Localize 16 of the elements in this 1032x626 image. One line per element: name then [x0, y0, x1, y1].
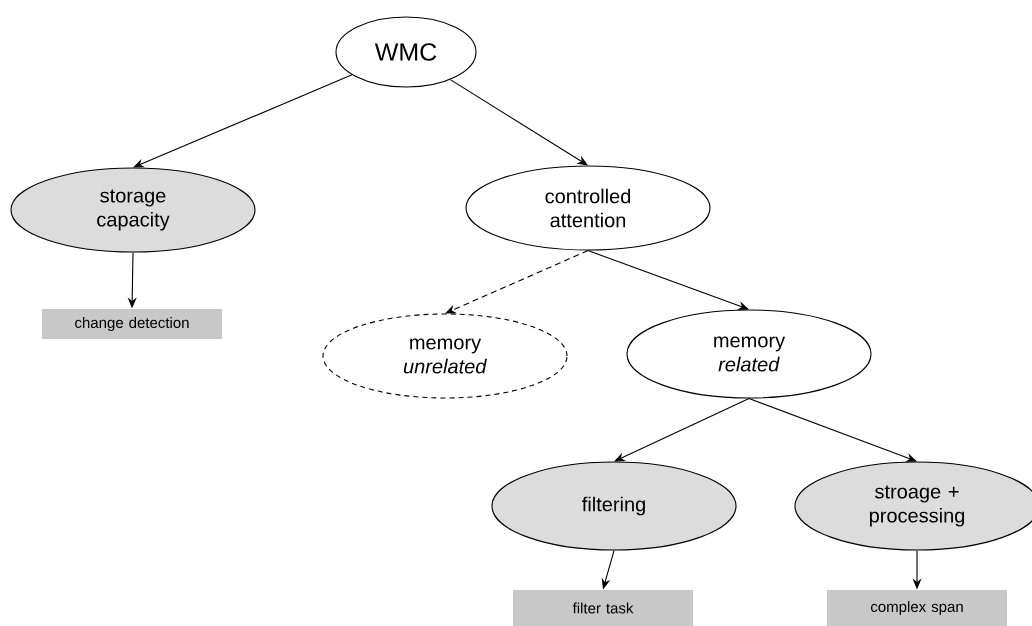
ellipse-node: filtering: [491, 461, 737, 551]
arrow: [587, 250, 749, 310]
ellipse-node: memory related: [626, 309, 872, 399]
ellipse-node: WMC: [335, 16, 477, 88]
task-box: change detection: [42, 309, 222, 339]
task-box: complex span: [827, 590, 1007, 626]
arrow: [449, 79, 588, 166]
dashed-ellipse-node: memory unrelated: [322, 313, 568, 399]
arrow: [748, 398, 917, 462]
arrow: [133, 74, 353, 168]
task-box: filter task: [513, 590, 693, 626]
arrow: [614, 398, 750, 462]
arrow: [445, 250, 589, 314]
ellipse-node: stroage + processing: [794, 461, 1032, 551]
ellipse-node: controlled attention: [465, 165, 711, 251]
ellipse-node: storage capacity: [10, 167, 256, 253]
